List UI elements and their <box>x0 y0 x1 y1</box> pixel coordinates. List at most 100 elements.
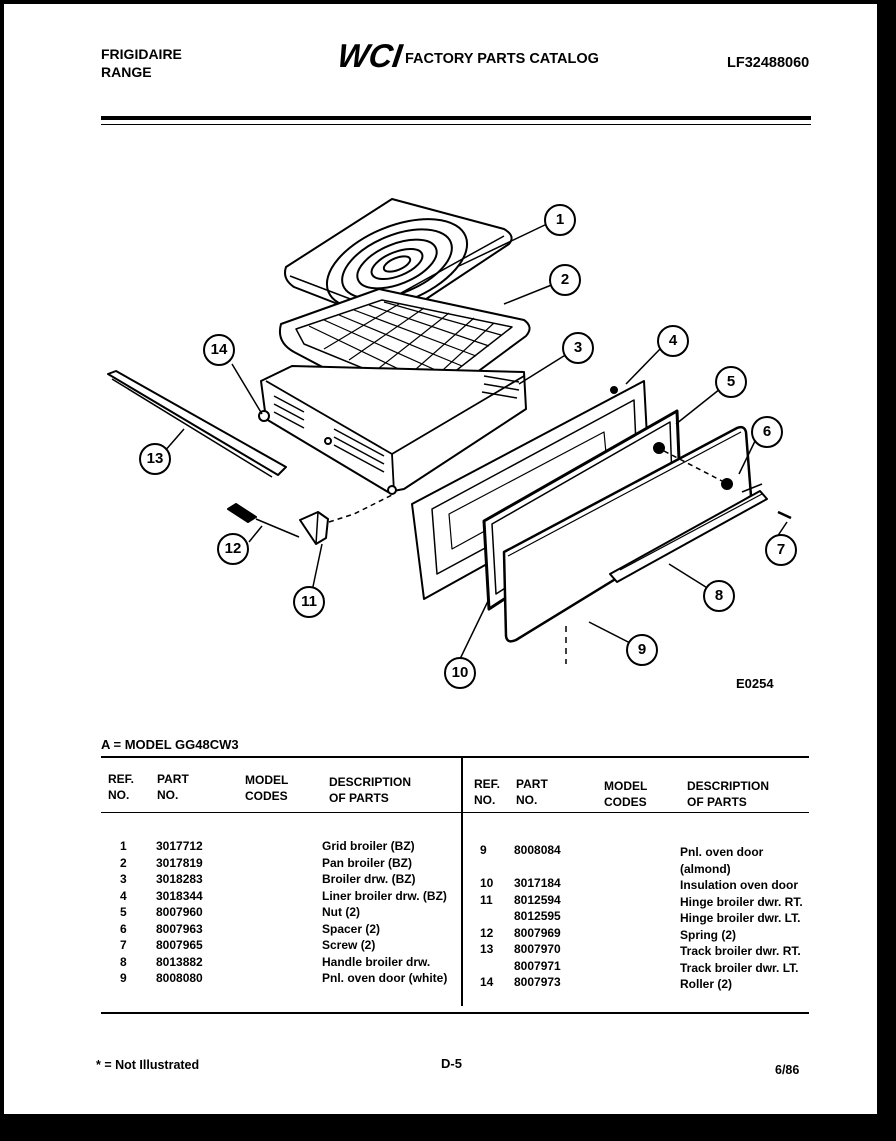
table-row-part: 8007965 <box>156 938 203 952</box>
right-ref-column: 9 10 11 12 13 14 <box>480 842 493 991</box>
spring-part <box>227 503 300 538</box>
table-row-ref: 12 <box>480 925 494 940</box>
product-type: RANGE <box>101 64 152 80</box>
catalog-title: FACTORY PARTS CATALOG <box>405 51 599 67</box>
callout-9: 9 <box>626 634 658 666</box>
callout-1: 1 <box>544 204 576 236</box>
table-row-desc: Track broiler dwr. RT. <box>680 944 801 958</box>
callout-6: 6 <box>751 416 783 448</box>
table-row-desc: Track broiler dwr. LT. <box>680 960 799 975</box>
hinge-part <box>299 493 395 545</box>
table-row-part: 8008080 <box>156 971 203 985</box>
table-row-ref: 9 <box>480 843 487 857</box>
table-header-rule <box>101 812 809 813</box>
table-row-desc: Pnl. oven door <box>680 845 764 859</box>
table-bottom-rule <box>101 1012 809 1014</box>
table-top-rule <box>101 756 809 758</box>
table-row-desc: Handle broiler drw. <box>322 954 431 969</box>
table-row-part: 8007971 <box>514 958 561 973</box>
callout-14: 14 <box>203 334 235 366</box>
table-row-part: 3017184 <box>514 876 561 890</box>
table-row-desc: Hinge broiler dwr. RT. <box>680 894 803 909</box>
table-row-desc: Broiler drw. (BZ) <box>322 872 416 886</box>
table-row-desc: Spacer (2) <box>322 921 381 936</box>
table-row-desc: Pan broiler (BZ) <box>322 855 413 870</box>
callout-11: 11 <box>293 586 325 618</box>
drawing-code: E0254 <box>736 676 774 691</box>
table-row-desc: Hinge broiler dwr. LT. <box>680 911 801 925</box>
header-description-right: DESCRIPTION OF PARTS <box>687 779 770 809</box>
catalog-number: LF32488060 <box>727 55 810 71</box>
table-row-desc: Pnl. oven door (white) <box>322 971 448 985</box>
header-description: DESCRIPTION OF PARTS <box>329 775 412 805</box>
header-model-codes: MODEL CODES <box>245 773 289 803</box>
callout-8: 8 <box>703 580 735 612</box>
left-ref-column: 1 2 3 4 5 6 7 8 9 <box>120 838 127 987</box>
table-row-part: 8007963 <box>156 921 203 936</box>
brand-name: FRIGIDAIRE <box>101 46 182 62</box>
table-row-ref: 14 <box>480 975 494 989</box>
left-desc-column: Grid broiler (BZ) Pan broiler (BZ) Broil… <box>322 838 447 987</box>
handle-broiler-part <box>609 483 768 583</box>
page-number: D-5 <box>441 1056 462 1071</box>
table-row-desc: Grid broiler (BZ) <box>322 839 415 853</box>
table-row-part: 3017712 <box>156 839 203 853</box>
broiler-drawer-part <box>258 365 527 495</box>
callout-7: 7 <box>765 534 797 566</box>
table-row-ref: 5 <box>120 905 127 919</box>
table-row-ref: 7 <box>120 938 127 952</box>
callout-12: 12 <box>217 533 249 565</box>
spacer-part <box>721 478 733 490</box>
right-part-column: 8008084 3017184 8012594 8012595 8007969 … <box>514 842 561 991</box>
callout-13: 13 <box>139 443 171 475</box>
table-divider <box>461 756 463 1006</box>
table-row-ref: 2 <box>120 855 127 870</box>
header-rule-thin <box>101 124 811 125</box>
callout-3: 3 <box>562 332 594 364</box>
table-row-part <box>514 859 561 876</box>
table-row-part: 8007969 <box>514 925 561 940</box>
screw-part <box>777 510 792 520</box>
catalog-date: 6/86 <box>775 1063 800 1077</box>
table-row-part: 8012594 <box>514 892 561 907</box>
table-row-ref <box>480 908 493 925</box>
header-model-codes-right: MODEL CODES <box>604 779 648 809</box>
table-row-ref: 11 <box>480 892 493 907</box>
header-part-no: PART NO. <box>157 772 189 802</box>
table-row-desc: Nut (2) <box>322 905 360 919</box>
exploded-parts-diagram <box>107 198 792 664</box>
callout-10: 10 <box>444 657 476 689</box>
nut-part <box>653 442 665 454</box>
table-row-ref: 9 <box>120 971 127 985</box>
table-row-part: 8012595 <box>514 909 561 923</box>
wci-logo: WCI <box>338 40 405 72</box>
right-desc-column: Pnl. oven door (almond) Insulation oven … <box>680 844 803 993</box>
callout-5: 5 <box>715 366 747 398</box>
table-row-part: 8007960 <box>156 905 203 919</box>
table-row-ref: 4 <box>120 888 127 903</box>
catalog-page: FRIGIDAIRE RANGE WCI FACTORY PARTS CATAL… <box>4 4 877 1114</box>
table-row-desc: Spring (2) <box>680 927 736 942</box>
callout-2: 2 <box>549 264 581 296</box>
table-row-part: 3018283 <box>156 872 203 886</box>
table-row-ref: 13 <box>480 942 494 956</box>
table-row-ref: 6 <box>120 921 127 936</box>
footnote: * = Not Illustrated <box>96 1058 200 1072</box>
track-broiler-part <box>107 370 287 478</box>
logo-text: WCI <box>338 40 405 72</box>
table-row-desc: Liner broiler drw. (BZ) <box>322 888 447 903</box>
callout-4: 4 <box>657 325 689 357</box>
table-row-desc: Screw (2) <box>322 938 376 952</box>
model-line: A = MODEL GG48CW3 <box>101 737 239 752</box>
header-ref-no-right: REF. NO. <box>474 777 501 807</box>
table-row-part: 8007970 <box>514 942 561 956</box>
table-row-part: 3017819 <box>156 855 203 870</box>
header-part-no-right: PART NO. <box>516 777 548 807</box>
table-row-ref <box>480 958 493 975</box>
header-rule-thick <box>101 116 811 120</box>
table-row-ref: 3 <box>120 872 127 886</box>
header-ref-no: REF. NO. <box>108 772 135 802</box>
left-part-column: 3017712 3017819 3018283 3018344 8007960 … <box>156 838 203 987</box>
table-row-part: 8007973 <box>514 975 561 989</box>
table-row-desc: (almond) <box>680 861 731 876</box>
